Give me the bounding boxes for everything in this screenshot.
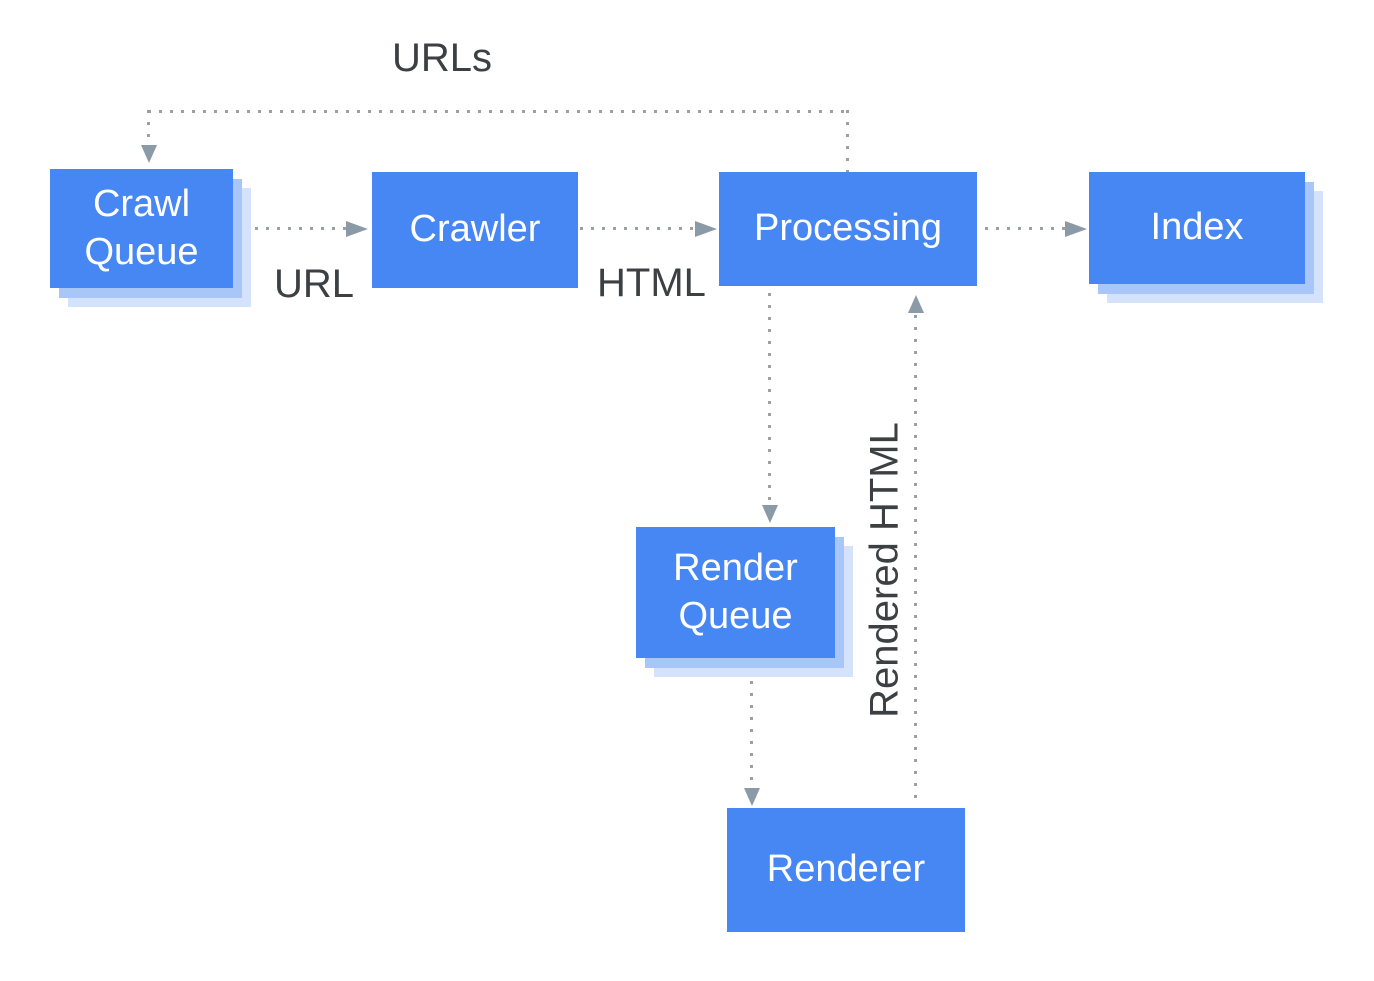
node-renderer: Renderer — [727, 808, 965, 932]
node-index-label: Index — [1150, 206, 1244, 249]
connector-crawler-to-processing — [580, 227, 695, 230]
node-processing: Processing — [719, 172, 977, 286]
edge-label-url: URL — [274, 262, 355, 306]
edge-label-urls: URLs — [392, 36, 493, 80]
connector-renderqueue-to-renderer — [750, 681, 753, 788]
edge-label-html: HTML — [597, 261, 706, 305]
connector-crawlqueue-to-crawler — [255, 227, 346, 230]
node-crawl-queue-label: Crawl Queue — [84, 183, 199, 273]
node-renderer-label: Renderer — [766, 848, 926, 891]
connector-processing-to-crawlqueue-horizontal — [148, 110, 848, 113]
connector-processing-to-index — [985, 227, 1065, 230]
connector-processing-to-renderqueue — [768, 293, 771, 505]
node-render-queue-label: Render Queue — [673, 547, 798, 637]
node-index: Index — [1089, 172, 1305, 284]
arrowhead-right-into-crawler — [346, 221, 368, 237]
arrowhead-down-into-crawl-queue — [141, 145, 157, 163]
arrowhead-down-into-render-queue — [762, 505, 778, 523]
node-crawler: Crawler — [372, 172, 578, 288]
connector-processing-to-crawlqueue-right-vertical — [846, 110, 849, 172]
connector-processing-to-crawlqueue-left-vertical — [147, 110, 150, 145]
node-render-queue: Render Queue — [636, 527, 835, 658]
arrowhead-up-into-processing — [908, 295, 924, 313]
node-crawl-queue: Crawl Queue — [50, 169, 233, 288]
arrowhead-down-into-renderer — [744, 788, 760, 806]
node-processing-label: Processing — [754, 207, 942, 250]
arrowhead-right-into-index — [1065, 221, 1087, 237]
connector-renderer-to-processing — [914, 315, 917, 806]
arrowhead-right-into-processing — [695, 221, 717, 237]
edge-label-rendered-html: Rendered HTML — [862, 422, 907, 718]
node-crawler-label: Crawler — [409, 208, 541, 251]
